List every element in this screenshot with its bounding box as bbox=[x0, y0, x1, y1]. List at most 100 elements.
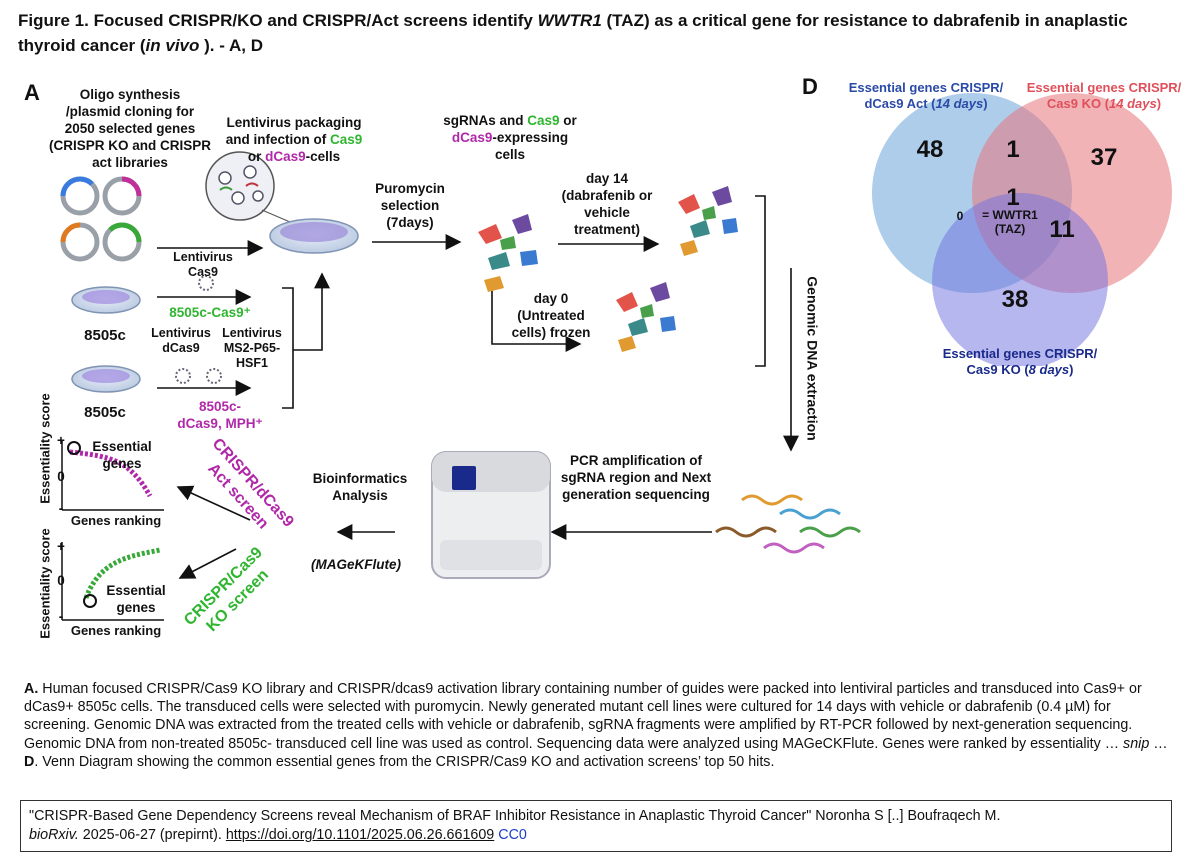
paren: ) bbox=[1069, 362, 1074, 377]
pcr-line: sgRNA region and Next bbox=[560, 470, 712, 485]
caption-join: … bbox=[1149, 735, 1168, 752]
venn-label-act-line: dCas9 Act ( bbox=[864, 96, 936, 111]
cells-cluster-2-icon bbox=[678, 186, 738, 256]
venn-label-act: Essential genes CRISPR/ dCas9 Act (14 da… bbox=[836, 80, 1016, 112]
day14-line: day 14 bbox=[585, 171, 629, 186]
tick-zero-1: 0 bbox=[57, 469, 65, 484]
venn-count-all: 1 bbox=[1006, 184, 1020, 211]
venn-count-act-ko14: 1 bbox=[1006, 136, 1020, 163]
ess-genes-line: genes bbox=[102, 456, 142, 471]
day0-line: cells) frozen bbox=[511, 325, 591, 340]
day0-label: day 0 (Untreated cells) frozen bbox=[496, 290, 606, 341]
line-dcas9-line: 8505c- bbox=[198, 399, 242, 414]
day0-line: day 0 bbox=[533, 291, 569, 306]
cells-cluster-3-icon bbox=[616, 282, 676, 352]
pcr-label: PCR amplification of sgRNA region and Ne… bbox=[546, 452, 726, 503]
citation-box: "CRISPR-Based Gene Dependency Screens re… bbox=[20, 800, 1172, 852]
dna-strands-icon bbox=[715, 494, 861, 554]
lenti-pack-label: Lentivirus packaging and infection of Ca… bbox=[214, 114, 374, 165]
venn-label-ko14: Essential genes CRISPR/ Cas9 KO (14 days… bbox=[1014, 80, 1194, 112]
tick-zero-2: 0 bbox=[57, 573, 65, 588]
dcas9-word: dCas9 bbox=[451, 130, 493, 145]
title-in-vivo: in vivo bbox=[145, 36, 200, 55]
cell-8505c-1: 8505c bbox=[84, 327, 126, 344]
oligo-line: Oligo synthesis bbox=[79, 87, 181, 102]
citation-doi-link[interactable]: https://doi.org/10.1101/2025.06.26.66160… bbox=[225, 827, 495, 843]
virus-icon-mph bbox=[206, 368, 222, 384]
ess-score-label-1: Essentiality score bbox=[37, 393, 53, 504]
oligo-line: act libraries bbox=[92, 155, 168, 170]
lenti-pack-line: and infection of bbox=[225, 132, 327, 147]
venn-wwtr1-line: (TAZ) bbox=[994, 222, 1026, 236]
sgrnas-text: sgRNAs and bbox=[443, 113, 524, 128]
sgrnas-expressing: -expressing bbox=[492, 130, 569, 145]
caption-d-text: . Venn Diagram showing the common essent… bbox=[34, 753, 775, 770]
sequencer-machine-icon bbox=[431, 451, 551, 579]
caption-a-letter: A. bbox=[24, 681, 39, 697]
lenti-dcas9-label: Lentivirus dCas9 bbox=[146, 326, 216, 356]
oligo-line: /plasmid cloning for bbox=[65, 104, 195, 119]
lenti-ms2-line: Lentivirus bbox=[222, 326, 282, 340]
cas9-word: Cas9 bbox=[329, 132, 363, 147]
cell-8505c-2: 8505c bbox=[84, 404, 126, 421]
dcas9-word: dCas9 bbox=[265, 149, 306, 164]
dish-8505c-dcas9-icon bbox=[71, 365, 141, 393]
venn-label-ko8-line: Cas9 KO ( bbox=[966, 362, 1029, 377]
plasmid-icon-3 bbox=[60, 222, 100, 262]
venn-count-ko8-only: 38 bbox=[1001, 286, 1029, 313]
genomic-dna-label: Genomic DNA extraction bbox=[804, 276, 821, 441]
venn-label-ko8-line: Essential genes CRISPR/ bbox=[942, 346, 1098, 361]
bioinf-line: Analysis bbox=[332, 488, 388, 503]
pcr-line: generation sequencing bbox=[562, 487, 710, 502]
figure-title: Figure 1. Focused CRISPR/KO and CRISPR/A… bbox=[18, 8, 1188, 58]
lenti-cas9-line: Lentivirus bbox=[173, 250, 233, 264]
dish-8505c-cas9-icon bbox=[71, 286, 141, 314]
line-dcas9-line: dCas9, MPH⁺ bbox=[177, 416, 263, 431]
puromycin-label: Puromycin selection (7days) bbox=[360, 180, 460, 231]
panel-a-letter: A bbox=[24, 80, 40, 105]
venn-label-ko14-line: Essential genes CRISPR/ bbox=[1026, 80, 1182, 95]
panel-a-graphics bbox=[60, 151, 861, 621]
tick-minus-2: - bbox=[58, 609, 64, 624]
figure-caption: A. Human focused CRISPR/Cas9 KO library … bbox=[24, 680, 1174, 771]
lenti-cas9-label: Lentivirus Cas9 bbox=[160, 250, 246, 280]
ess-genes-line: genes bbox=[116, 600, 156, 615]
bioinf-label: Bioinformatics Analysis bbox=[300, 470, 420, 504]
paren: ) bbox=[1156, 96, 1162, 111]
citation-license: CC0 bbox=[498, 827, 527, 843]
virus-icon-cas9 bbox=[198, 275, 214, 291]
tick-plus-1: + bbox=[57, 433, 65, 448]
paren: ) bbox=[983, 96, 988, 111]
venn-wwtr1-label: = WWTR1 (TAZ) bbox=[970, 208, 1050, 236]
bioinf-line: Bioinformatics bbox=[312, 471, 408, 486]
day14-line: (dabrafenib or bbox=[561, 188, 653, 203]
title-mid: (TAZ) as a critical gene for resistance … bbox=[18, 11, 1128, 55]
cells-cluster-1-icon bbox=[478, 214, 538, 292]
puro-line: selection bbox=[380, 198, 440, 213]
venn-ko14-days: 14 days bbox=[1109, 96, 1157, 111]
venn-diagram bbox=[872, 93, 1172, 366]
lenti-ms2-line: MS2-P65- bbox=[223, 341, 281, 355]
venn-wwtr1-line: = WWTR1 bbox=[982, 208, 1038, 222]
pcr-line: PCR amplification of bbox=[569, 453, 702, 468]
venn-count-act-only: 48 bbox=[916, 136, 944, 163]
venn-ko8-days: 8 days bbox=[1028, 362, 1070, 377]
genes-ranking-1: Genes ranking bbox=[70, 513, 162, 528]
plasmid-icon-2 bbox=[102, 176, 142, 216]
venn-label-ko14-line: Cas9 KO ( bbox=[1046, 96, 1110, 111]
plasmid-icon-4 bbox=[102, 222, 142, 262]
lenti-pack-line: Lentivirus packaging bbox=[226, 115, 362, 130]
sgrnas-or: or bbox=[563, 113, 577, 128]
venn-count-ko14-ko8: 11 bbox=[1049, 216, 1075, 243]
lenti-ms2-line: HSF1 bbox=[236, 356, 268, 370]
citation-title: "CRISPR-Based Gene Dependency Screens re… bbox=[29, 808, 1001, 824]
essentiality-plot-ko bbox=[61, 542, 164, 621]
citation-date: 2025-06-27 (prepirnt). bbox=[78, 827, 226, 843]
ess-genes-line: Essential bbox=[106, 583, 166, 598]
ess-genes-label-1: Essential genes bbox=[82, 438, 162, 472]
infection-dish-icon bbox=[269, 218, 359, 254]
day14-label: day 14 (dabrafenib or vehicle treatment) bbox=[552, 170, 662, 238]
citation-journal: bioRxiv. bbox=[29, 827, 79, 843]
panel-d-letter: D bbox=[802, 74, 818, 99]
line-8505c-cas9: 8505c-Cas9⁺ bbox=[169, 305, 251, 320]
